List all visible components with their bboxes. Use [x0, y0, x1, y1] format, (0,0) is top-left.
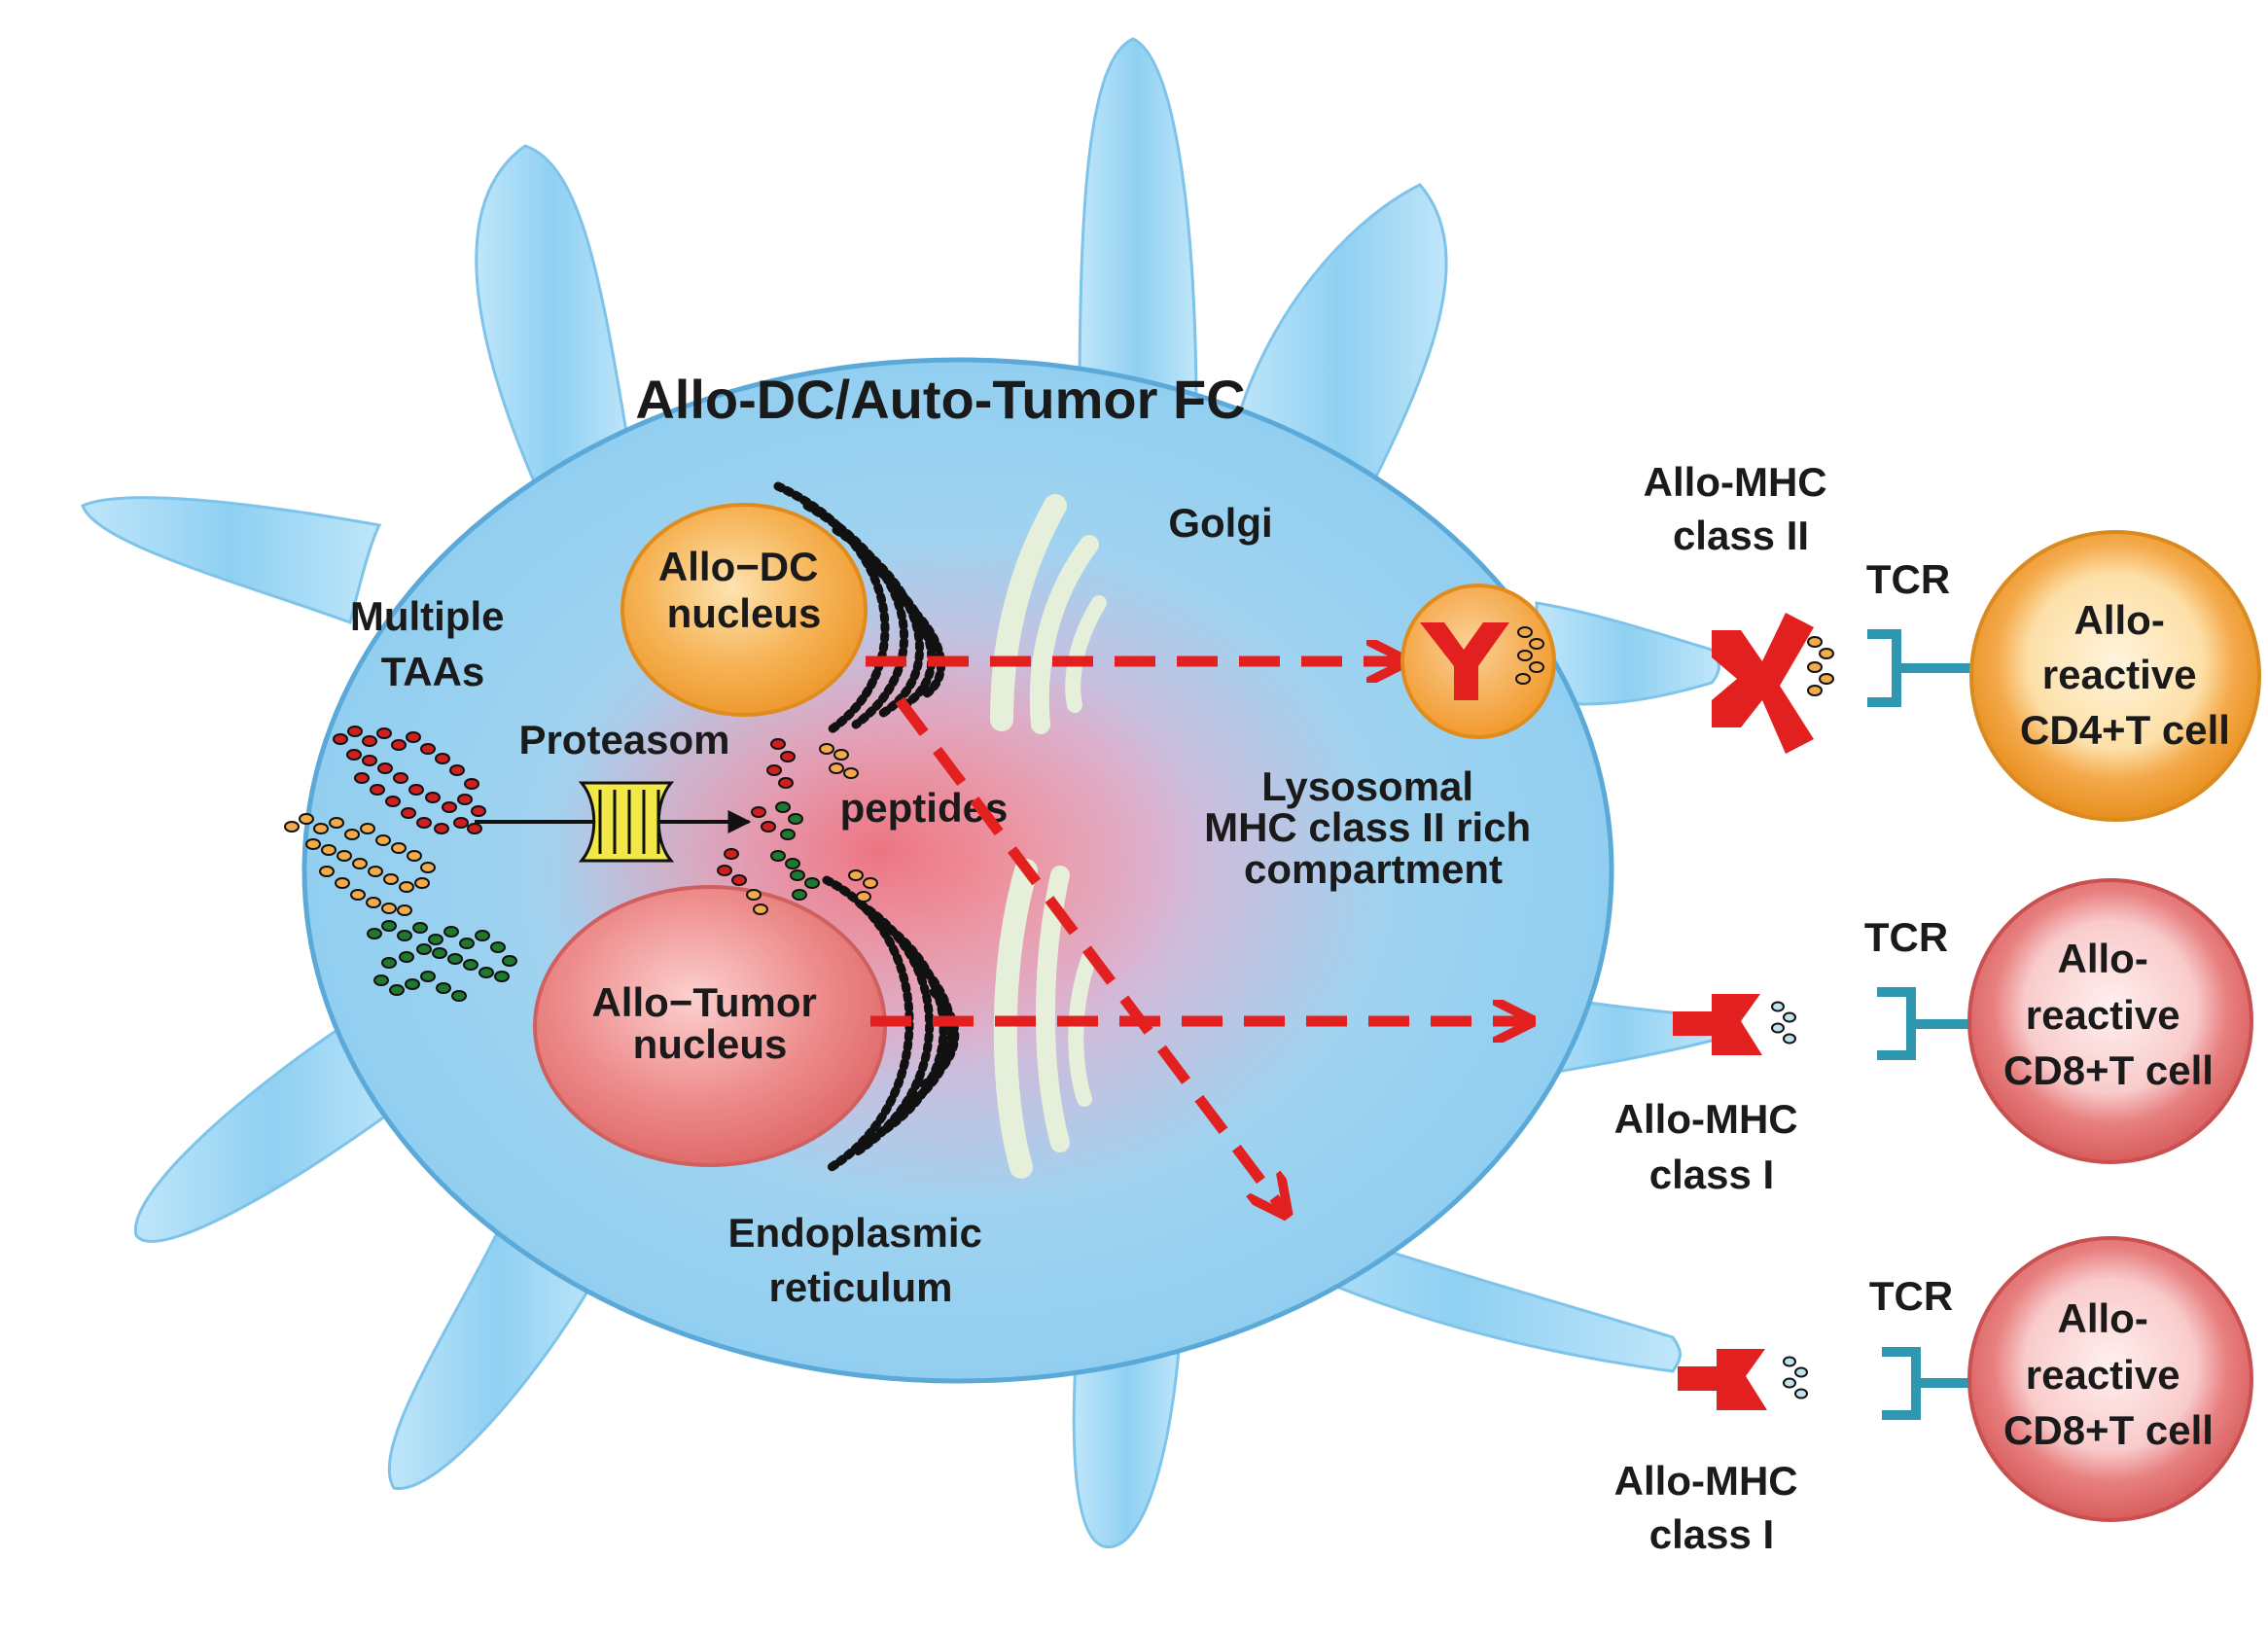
peptide-on-mhc-i-a [1771, 1001, 1796, 1045]
peptide-on-mhc-i-b [1783, 1356, 1808, 1400]
er-label: Endoplasmic reticulum [727, 1210, 993, 1310]
spike-left [81, 496, 382, 624]
proteasome-label: Proteasom [518, 717, 729, 762]
mhc-class-i-icon-a [1673, 994, 1762, 1055]
endoplasmic-reticulum-upper [773, 481, 945, 734]
cd4-t-cell [1969, 530, 2261, 822]
tcr-fork-icon-1 [1867, 629, 1974, 707]
dendrite-spikes [81, 37, 1720, 1548]
taas-label: Multiple TAAs [350, 593, 515, 694]
cd8-t-cell-1 [1967, 878, 2253, 1164]
peptide-on-mhc-ii [1807, 636, 1834, 696]
spike-to-mhc2 [1535, 601, 1720, 706]
cd4-t-cell-label: Allo- reactive CD4+T cell [2020, 597, 2230, 753]
tcr-label-2: TCR [1864, 914, 1948, 960]
tumor-nucleus-label: Allo−Tumor nucleus [591, 979, 828, 1067]
cd8-t-cell-2-label: Allo- reactive CD8+T cell [2003, 1295, 2214, 1453]
tcr-label-3: TCR [1869, 1273, 1953, 1319]
lysosome-label: Lysosomal MHC class II rich compartment [1204, 763, 1542, 892]
tcr-label-1: TCR [1866, 556, 1950, 602]
mhc-class-ii-y-icon [1712, 613, 1814, 754]
dc-nucleus [620, 503, 868, 717]
golgi-label: Golgi [1168, 500, 1272, 546]
diagram-title: Allo-DC/Auto-Tumor FC [635, 369, 1245, 430]
proteasome-barrel-icon [578, 781, 675, 863]
arrow-to-surface [895, 696, 1284, 1211]
spike-top [1078, 37, 1198, 417]
mhc-i-label-a: Allo-MHC class I [1614, 1096, 1810, 1197]
mhc-i-label-b: Allo-MHC class I [1614, 1458, 1810, 1557]
tcr-fork-icon-2 [1877, 987, 1979, 1060]
cd8-t-cell-1-label: Allo- reactive CD8+T cell [2003, 936, 2214, 1093]
cd8-t-cell-2 [1967, 1236, 2253, 1522]
dc-nucleus-label: Allo−DC nucleus [658, 544, 830, 636]
mhc-class-ii-icon-lysosome [1420, 622, 1509, 700]
mhc-ii-label: Allo-MHC class II [1644, 459, 1839, 558]
mhc-class-i-icon-b [1678, 1349, 1767, 1410]
